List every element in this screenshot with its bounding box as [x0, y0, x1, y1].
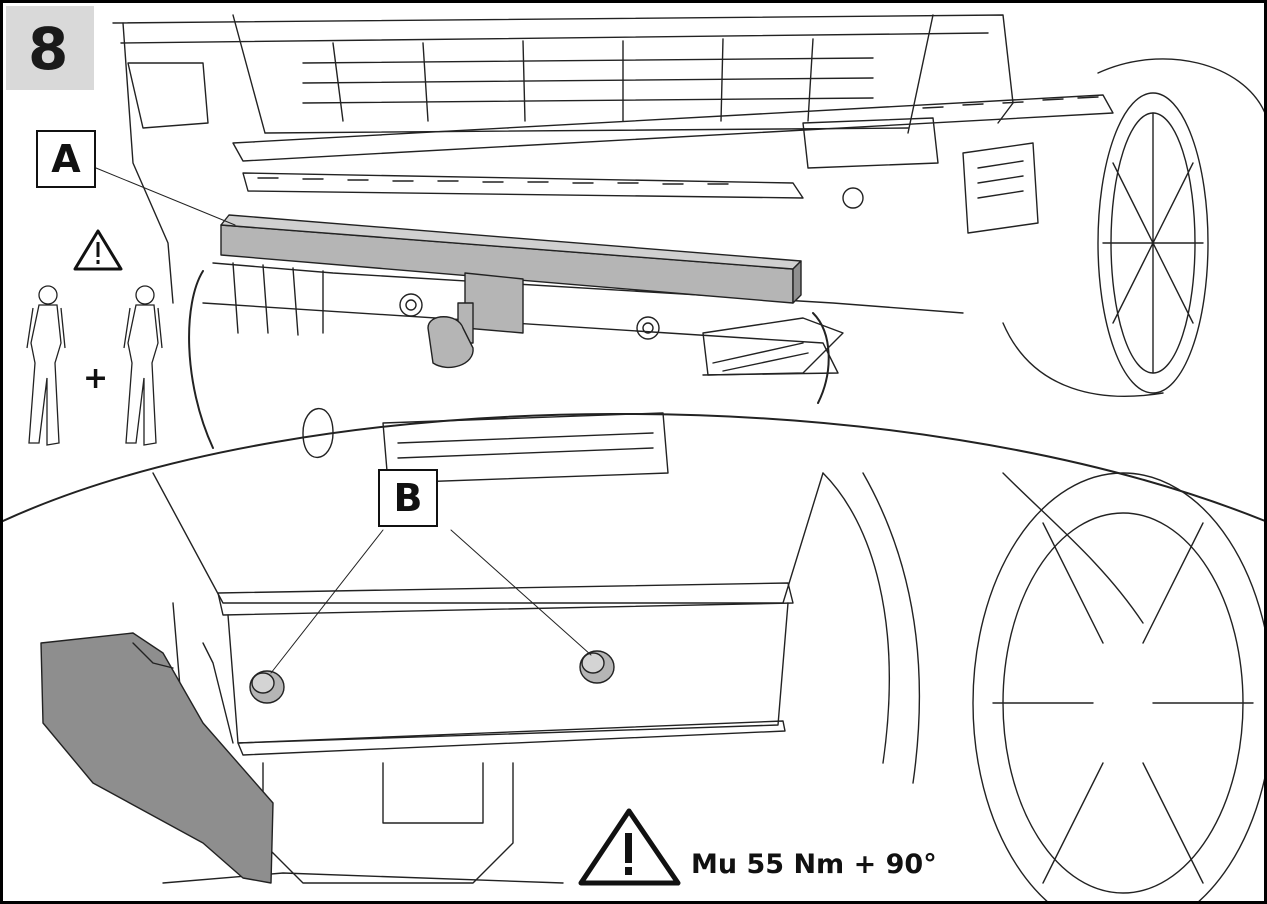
step-number: 8 — [28, 15, 69, 83]
bolt-right — [579, 650, 615, 684]
assembly-illustration — [3, 14, 1264, 901]
heat-shield — [40, 632, 274, 884]
leader-line-a — [95, 167, 236, 226]
tow-bar-crossbeam — [220, 214, 802, 368]
callout-b-label: B — [393, 476, 423, 520]
person-assistant-icon — [26, 285, 163, 446]
bolt-left — [249, 670, 285, 704]
car-rear-body — [112, 14, 1264, 397]
leader-line-b-left — [270, 529, 384, 674]
plus-sign: + — [83, 361, 109, 396]
warning-triangle-icon — [73, 229, 123, 271]
torque-spec: Mu 55 Nm + 90° — [691, 849, 937, 880]
callout-a-label: A — [51, 137, 81, 181]
callout-a: A — [36, 130, 96, 188]
callout-b: B — [378, 469, 438, 527]
bumper-closeup — [152, 407, 1264, 901]
step-number-tab: 8 — [6, 6, 94, 90]
warning-triangle-icon — [578, 808, 681, 886]
leader-line-b-right — [450, 529, 592, 656]
detail-bubble — [3, 412, 1264, 522]
